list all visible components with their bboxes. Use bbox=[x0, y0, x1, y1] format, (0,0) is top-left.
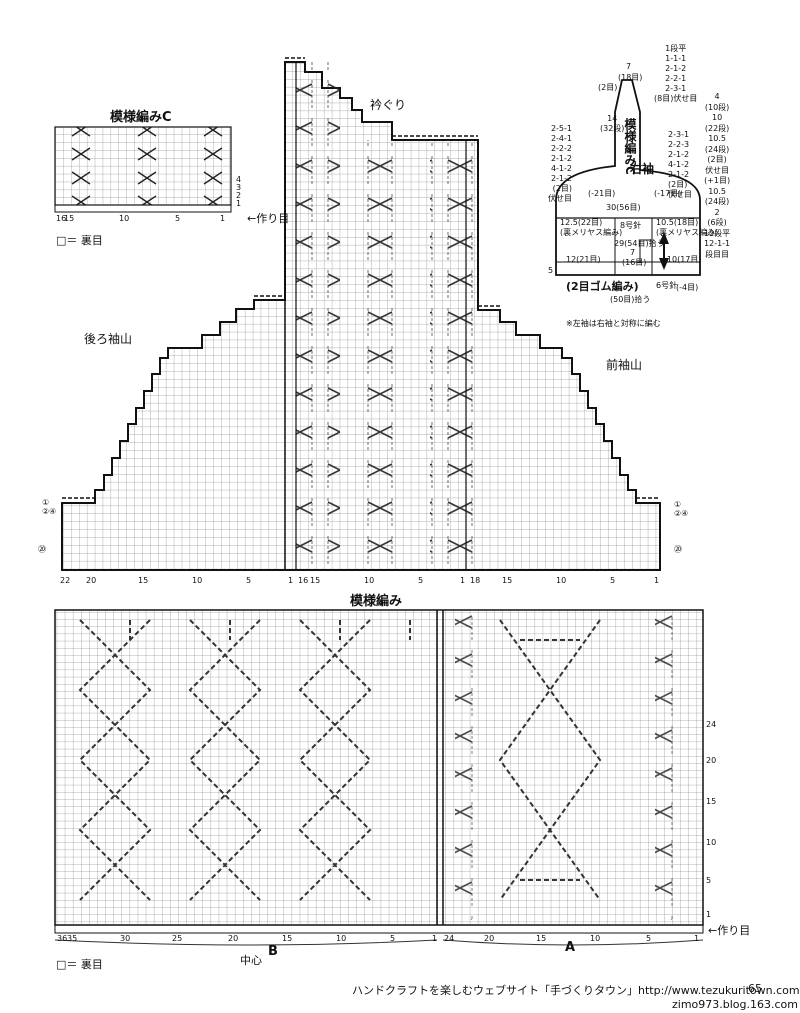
top-stitch-5b: 5 bbox=[418, 576, 424, 585]
sleeve-top-left-stitches: (2目) bbox=[598, 83, 618, 92]
sleeve-bottom-left: 12(21目) bbox=[566, 255, 601, 264]
bottom-stitch-15b: 15 bbox=[536, 934, 547, 943]
sleeve-cap-chart bbox=[61, 57, 661, 571]
top-stitch-22: 22 bbox=[60, 576, 71, 585]
pattern-c-title: 模様編みC bbox=[110, 110, 172, 125]
pattern-c-legend: □＝ 裏目 bbox=[56, 234, 103, 247]
bottom-row-1: 1 bbox=[706, 910, 712, 919]
pattern-c-stitch-5: 5 bbox=[175, 214, 181, 223]
sleeve-rib: (2目ゴム編み) bbox=[566, 280, 639, 293]
sleeve-top-left-dec: 14(32段) bbox=[600, 114, 625, 133]
sleeve-mid-rows: 29(54目)拾う bbox=[614, 239, 665, 248]
top-stitch-5: 5 bbox=[246, 576, 252, 585]
top-stitch-15: 15 bbox=[138, 576, 149, 585]
top-stitch-20: 20 bbox=[86, 576, 97, 585]
top-stitch-10: 10 bbox=[192, 576, 203, 585]
bottom-legend: □＝ 裏目 bbox=[56, 958, 103, 971]
top-stitch-16: 16 bbox=[298, 576, 309, 585]
pattern-c-stitch-10: 10 bbox=[119, 214, 130, 223]
pattern-title: 模様編み bbox=[350, 594, 403, 609]
bottom-stitch-24b: 24 bbox=[444, 934, 455, 943]
sleeve-bottom-total: (50目)拾う bbox=[610, 295, 651, 304]
main-pattern-chart bbox=[54, 609, 704, 946]
bottom-stitch-15: 15 bbox=[282, 934, 293, 943]
sleeve-left-panel: 12.5(22目)(裏メリヤス編み) bbox=[560, 218, 623, 237]
top-stitch-15b: 15 bbox=[310, 576, 321, 585]
bottom-row-5: 5 bbox=[706, 876, 712, 885]
pattern-c-stitch-1: 1 bbox=[220, 214, 226, 223]
sleeve-cap-minus-right: (-17目) bbox=[654, 189, 682, 198]
bottom-stitch-5: 5 bbox=[390, 934, 396, 943]
page-number: 65 bbox=[748, 982, 762, 995]
sleeve-top-stitches: (18目) bbox=[618, 73, 643, 82]
sleeve-cap-minus-left: (-21目) bbox=[588, 189, 616, 198]
bottom-stitch-20b: 20 bbox=[484, 934, 495, 943]
sleeve-pattern-label: 模様編みC bbox=[623, 118, 637, 175]
top-stitch-1c: 1 bbox=[654, 576, 660, 585]
center-label: 中心 bbox=[240, 954, 262, 967]
top-stitch-18: 18 bbox=[470, 576, 481, 585]
bottom-stitch-20: 20 bbox=[228, 934, 239, 943]
sleeve-top-width: 7 bbox=[626, 62, 632, 71]
top-stitch-1: 1 bbox=[288, 576, 294, 585]
right-row-mark-20: ⑳ bbox=[674, 545, 682, 554]
bottom-stitch-10b: 10 bbox=[590, 934, 601, 943]
sleeve-right-dims: 4(10段) 10(22段) 10.5(24段) (2目)伏せ目 (+1目)10… bbox=[704, 92, 731, 259]
sleeve-bottom-right: -10(17目) bbox=[664, 255, 702, 264]
bottom-row-15: 15 bbox=[706, 797, 717, 806]
bottom-row-20: 20 bbox=[706, 756, 717, 765]
back-sleeve-cap-label: 後ろ袖山 bbox=[84, 332, 133, 346]
sleeve-width-main: 30(56目) bbox=[606, 203, 641, 212]
bottom-stitch-1: 1 bbox=[432, 934, 438, 943]
top-stitch-1b: 1 bbox=[460, 576, 466, 585]
bottom-cast-on: ←作り目 bbox=[708, 924, 751, 937]
neckline-label: 衿ぐり bbox=[370, 98, 407, 112]
blog-watermark: zimo973.blog.163.com bbox=[672, 998, 799, 1011]
top-stitch-10b: 10 bbox=[364, 576, 375, 585]
sleeve-cuff-5: 5 bbox=[548, 266, 554, 275]
sleeve-mid-7: 7 bbox=[630, 248, 636, 257]
bottom-row-10: 10 bbox=[706, 838, 717, 847]
pattern-c-stitch-15: 15 bbox=[64, 214, 75, 223]
bottom-stitch-25: 25 bbox=[172, 934, 183, 943]
sleeve-note: ※左袖は右袖と対称に編む bbox=[566, 319, 661, 328]
section-b-label: B bbox=[268, 944, 278, 959]
top-stitch-15c: 15 bbox=[502, 576, 513, 585]
bottom-stitch-30: 30 bbox=[120, 934, 131, 943]
sleeve-needle-6: 6号針 bbox=[656, 281, 678, 290]
bottom-stitch-10: 10 bbox=[336, 934, 347, 943]
bottom-row-24: 24 bbox=[706, 720, 717, 729]
left-row-mark-20: ⑳ bbox=[38, 545, 46, 554]
sleeve-title: 右袖 bbox=[630, 162, 655, 176]
sleeve-needle-8: 8号針 bbox=[620, 221, 642, 230]
section-a-label: A bbox=[565, 940, 576, 955]
pattern-c-stitch-16: 16 bbox=[56, 214, 67, 223]
footer-text: ハンドクラフトを楽しむウェブサイト「手づくりタウン」http://www.tez… bbox=[352, 984, 800, 997]
sleeve-mid-16: (16目) bbox=[622, 258, 647, 267]
bottom-stitch-36: 36 bbox=[57, 934, 68, 943]
sleeve-right-panel: 10.5(18目)(裏メリヤス編み) bbox=[656, 218, 719, 237]
bottom-stitch-35: 35 bbox=[67, 934, 78, 943]
sleeve-rib-dec: (-4目) bbox=[676, 283, 699, 292]
sleeve-schematic bbox=[555, 79, 701, 276]
bottom-stitch-1b: 1 bbox=[694, 934, 700, 943]
bottom-stitch-5b: 5 bbox=[646, 934, 652, 943]
top-stitch-10c: 10 bbox=[556, 576, 567, 585]
front-sleeve-cap-label: 前袖山 bbox=[606, 358, 643, 372]
pattern-c-row-numbers: 4 3 2 1 bbox=[236, 175, 242, 208]
top-stitch-5c: 5 bbox=[610, 576, 616, 585]
pattern-c-chart bbox=[54, 126, 232, 213]
pattern-c-cast-on: ←作り目 bbox=[247, 212, 290, 225]
